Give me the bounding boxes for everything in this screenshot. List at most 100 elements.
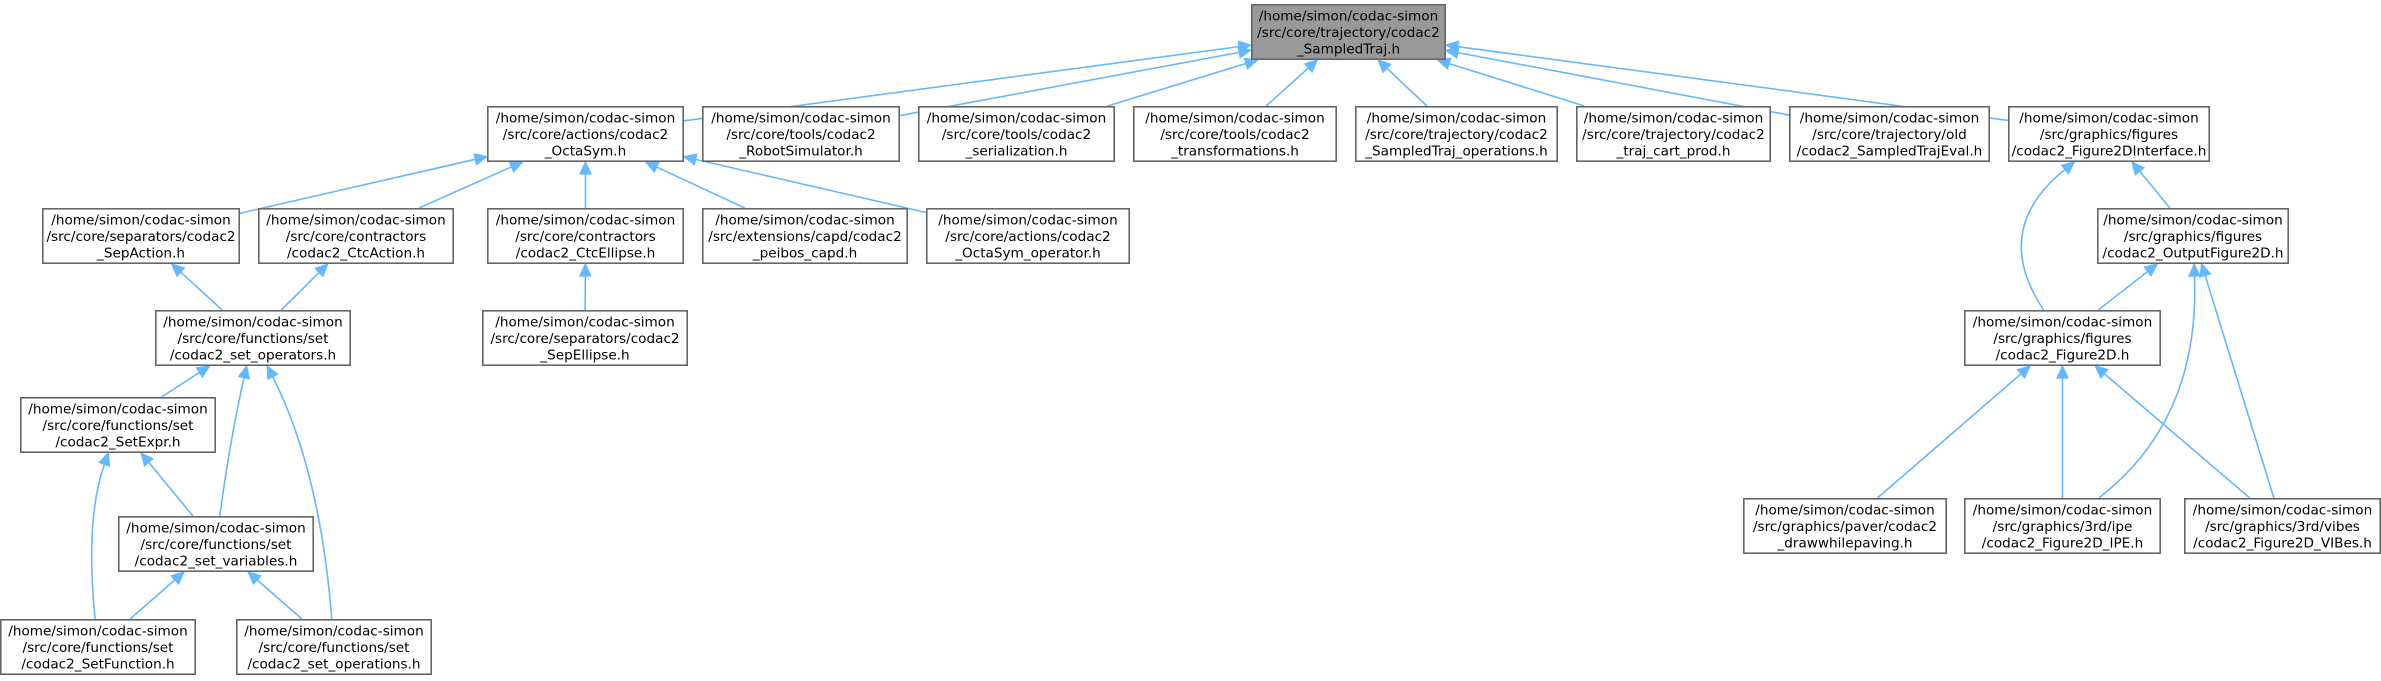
node-sepellipse[interactable]: /home/simon/codac-simon/src/core/separat… (481, 309, 688, 366)
node-box (1743, 497, 1948, 554)
node-figure2d-vibes[interactable]: /home/simon/codac-simon/src/graphics/3rd… (2184, 497, 2381, 554)
edge-arrowhead (578, 262, 592, 277)
node-box (2184, 497, 2381, 554)
node-box (118, 515, 314, 572)
edge-line (129, 579, 176, 620)
edge-arrowhead (246, 571, 262, 586)
node-label-line: /codac2_CtcAction.h (287, 246, 425, 262)
node-figure2d-ipe[interactable]: /home/simon/codac-simon/src/graphics/3rd… (1964, 497, 2162, 554)
node-sampledtraj-ops[interactable]: /home/simon/codac-simon/src/core/traject… (1355, 106, 1559, 163)
node-setfunction[interactable]: /home/simon/codac-simon/src/core/functio… (0, 618, 196, 675)
edge-arrowhead (579, 160, 592, 175)
node-label-line: /codac2_CtcEllipse.h (516, 246, 655, 262)
node-label-line: /src/core/tools/codac2 (726, 127, 875, 143)
node-set-operations[interactable]: /home/simon/codac-simon/src/core/functio… (236, 618, 432, 675)
edge-octasym-operator-to-octasym (682, 153, 927, 214)
edge-arrowhead (2131, 160, 2146, 176)
node-label-line: /src/core/functions/set (43, 418, 194, 434)
node-drawwhilepaving[interactable]: /home/simon/codac-simon/src/graphics/pav… (1743, 497, 1948, 554)
node-box (1964, 309, 2162, 366)
node-sampledtraj[interactable]: /home/simon/codac-simon/src/core/traject… (1251, 4, 1447, 61)
node-ctcellipse[interactable]: /home/simon/codac-simon/src/core/contrac… (486, 208, 684, 265)
node-label-line: /home/simon/codac-simon (927, 111, 1106, 127)
edge-arrowhead (266, 364, 279, 381)
edge-figure2d-vibes-to-outputfigure2d (2199, 262, 2275, 499)
node-box (1133, 106, 1338, 163)
node-transformations[interactable]: /home/simon/codac-simon/src/core/tools/c… (1133, 106, 1338, 163)
node-label-line: /home/simon/codac-simon (51, 213, 230, 229)
node-label-line: /src/core/actions/codac2 (503, 127, 668, 143)
edge-line (695, 158, 927, 214)
node-robotsimulator[interactable]: /home/simon/codac-simon/src/core/tools/c… (701, 106, 900, 163)
edge-line (218, 377, 245, 517)
edge-setfunction-to-set-variables (129, 571, 186, 620)
node-figure2d[interactable]: /home/simon/codac-simon/src/graphics/fig… (1964, 309, 2162, 366)
edge-line (180, 271, 223, 311)
graph-nodes: /home/simon/codac-simon/src/core/traject… (0, 4, 2381, 675)
edge-figure2d-ipe-to-outputfigure2d (2098, 262, 2201, 499)
node-label-line: /home/simon/codac-simon (163, 315, 342, 331)
node-label-line: /codac2_Figure2D_IPE.h (1982, 536, 2143, 552)
node-traj-cart-prod[interactable]: /home/simon/codac-simon/src/core/traject… (1576, 106, 1772, 163)
node-label-line: /codac2_Figure2D_VIBes.h (2193, 536, 2372, 552)
node-ctcaction[interactable]: /home/simon/codac-simon/src/core/contrac… (257, 208, 454, 265)
node-set-operators[interactable]: /home/simon/codac-simon/src/core/functio… (155, 309, 351, 366)
node-setexpr[interactable]: /home/simon/codac-simon/src/core/functio… (19, 396, 216, 453)
node-label-line: /src/core/separators/codac2 (490, 331, 679, 347)
node-label-line: /codac2_SetFunction.h (21, 657, 174, 673)
edge-arrowhead (1444, 40, 1460, 54)
node-label-line: /home/simon/codac-simon (1755, 503, 1934, 519)
edge-arrowhead (170, 263, 186, 278)
graph-edges (90, 40, 2275, 620)
edge-line (256, 579, 303, 620)
node-octasym[interactable]: /home/simon/codac-simon/src/core/actions… (486, 106, 684, 163)
node-label-line: /home/simon/codac-simon (8, 624, 187, 640)
node-label-line: /home/simon/codac-simon (496, 111, 675, 127)
edge-line (161, 371, 200, 398)
node-box (1576, 106, 1772, 163)
node-label-line: /home/simon/codac-simon (1800, 111, 1979, 127)
node-sepaction[interactable]: /home/simon/codac-simon/src/core/separat… (41, 208, 240, 265)
edge-line (656, 166, 746, 209)
node-box (2097, 208, 2290, 265)
edge-ctcellipse-to-octasym (579, 160, 592, 208)
node-label-line: /home/simon/codac-simon (495, 315, 674, 331)
node-peibos-capd[interactable]: /home/simon/codac-simon/src/extensions/c… (701, 208, 908, 265)
node-octasym-operator[interactable]: /home/simon/codac-simon/src/core/actions… (925, 208, 1130, 265)
edge-line (1107, 62, 1247, 107)
node-box (925, 208, 1130, 265)
node-label-line: /home/simon/codac-simon (1973, 503, 2152, 519)
node-sampledtrajeval[interactable]: /home/simon/codac-simon/src/core/traject… (1789, 106, 1991, 163)
node-label-line: /src/graphics/figures (2124, 229, 2262, 245)
edge-arrowhead (314, 262, 329, 278)
node-label-line: /src/core/functions/set (141, 537, 292, 553)
node-label-line: _SampledTraj.h (1296, 42, 1400, 58)
edge-arrowhead (2016, 365, 2032, 380)
edge-outputfigure2d-to-figure2dinterface (2131, 160, 2171, 209)
node-label-line: /home/simon/codac-simon (715, 213, 894, 229)
edge-set-variables-to-set-operators (218, 364, 251, 517)
edge-arrowhead (195, 365, 211, 379)
node-label-line: /codac2_OutputFigure2D.h (2102, 246, 2283, 262)
node-label-line: /home/simon/codac-simon (1584, 111, 1763, 127)
node-box (701, 106, 900, 163)
node-label-line: /home/simon/codac-simon (126, 521, 305, 537)
edge-set-operations-to-set-variables (246, 571, 303, 620)
node-label-line: /src/core/tools/codac2 (942, 127, 1091, 143)
node-label-line: /codac2_set_variables.h (135, 554, 298, 570)
node-serialization[interactable]: /home/simon/codac-simon/src/core/tools/c… (917, 106, 1115, 163)
node-outputfigure2d[interactable]: /home/simon/codac-simon/src/graphics/fig… (2097, 208, 2290, 265)
node-box (2008, 106, 2211, 163)
edge-arrowhead (1303, 59, 1319, 74)
node-label-line: /home/simon/codac-simon (496, 213, 675, 229)
node-box (701, 208, 908, 265)
edge-arrowhead (2056, 364, 2069, 379)
node-set-variables[interactable]: /home/simon/codac-simon/src/core/functio… (118, 515, 314, 572)
node-label-line: _serialization.h (965, 144, 1068, 160)
node-label-line: /src/graphics/figures (1993, 331, 2131, 347)
node-label-line: /src/core/separators/codac2 (46, 229, 235, 245)
edge-arrowhead (1237, 46, 1253, 59)
node-figure2dinterface[interactable]: /home/simon/codac-simon/src/graphics/fig… (2008, 106, 2211, 163)
edge-line (1265, 67, 1309, 107)
edge-line (899, 51, 1240, 117)
